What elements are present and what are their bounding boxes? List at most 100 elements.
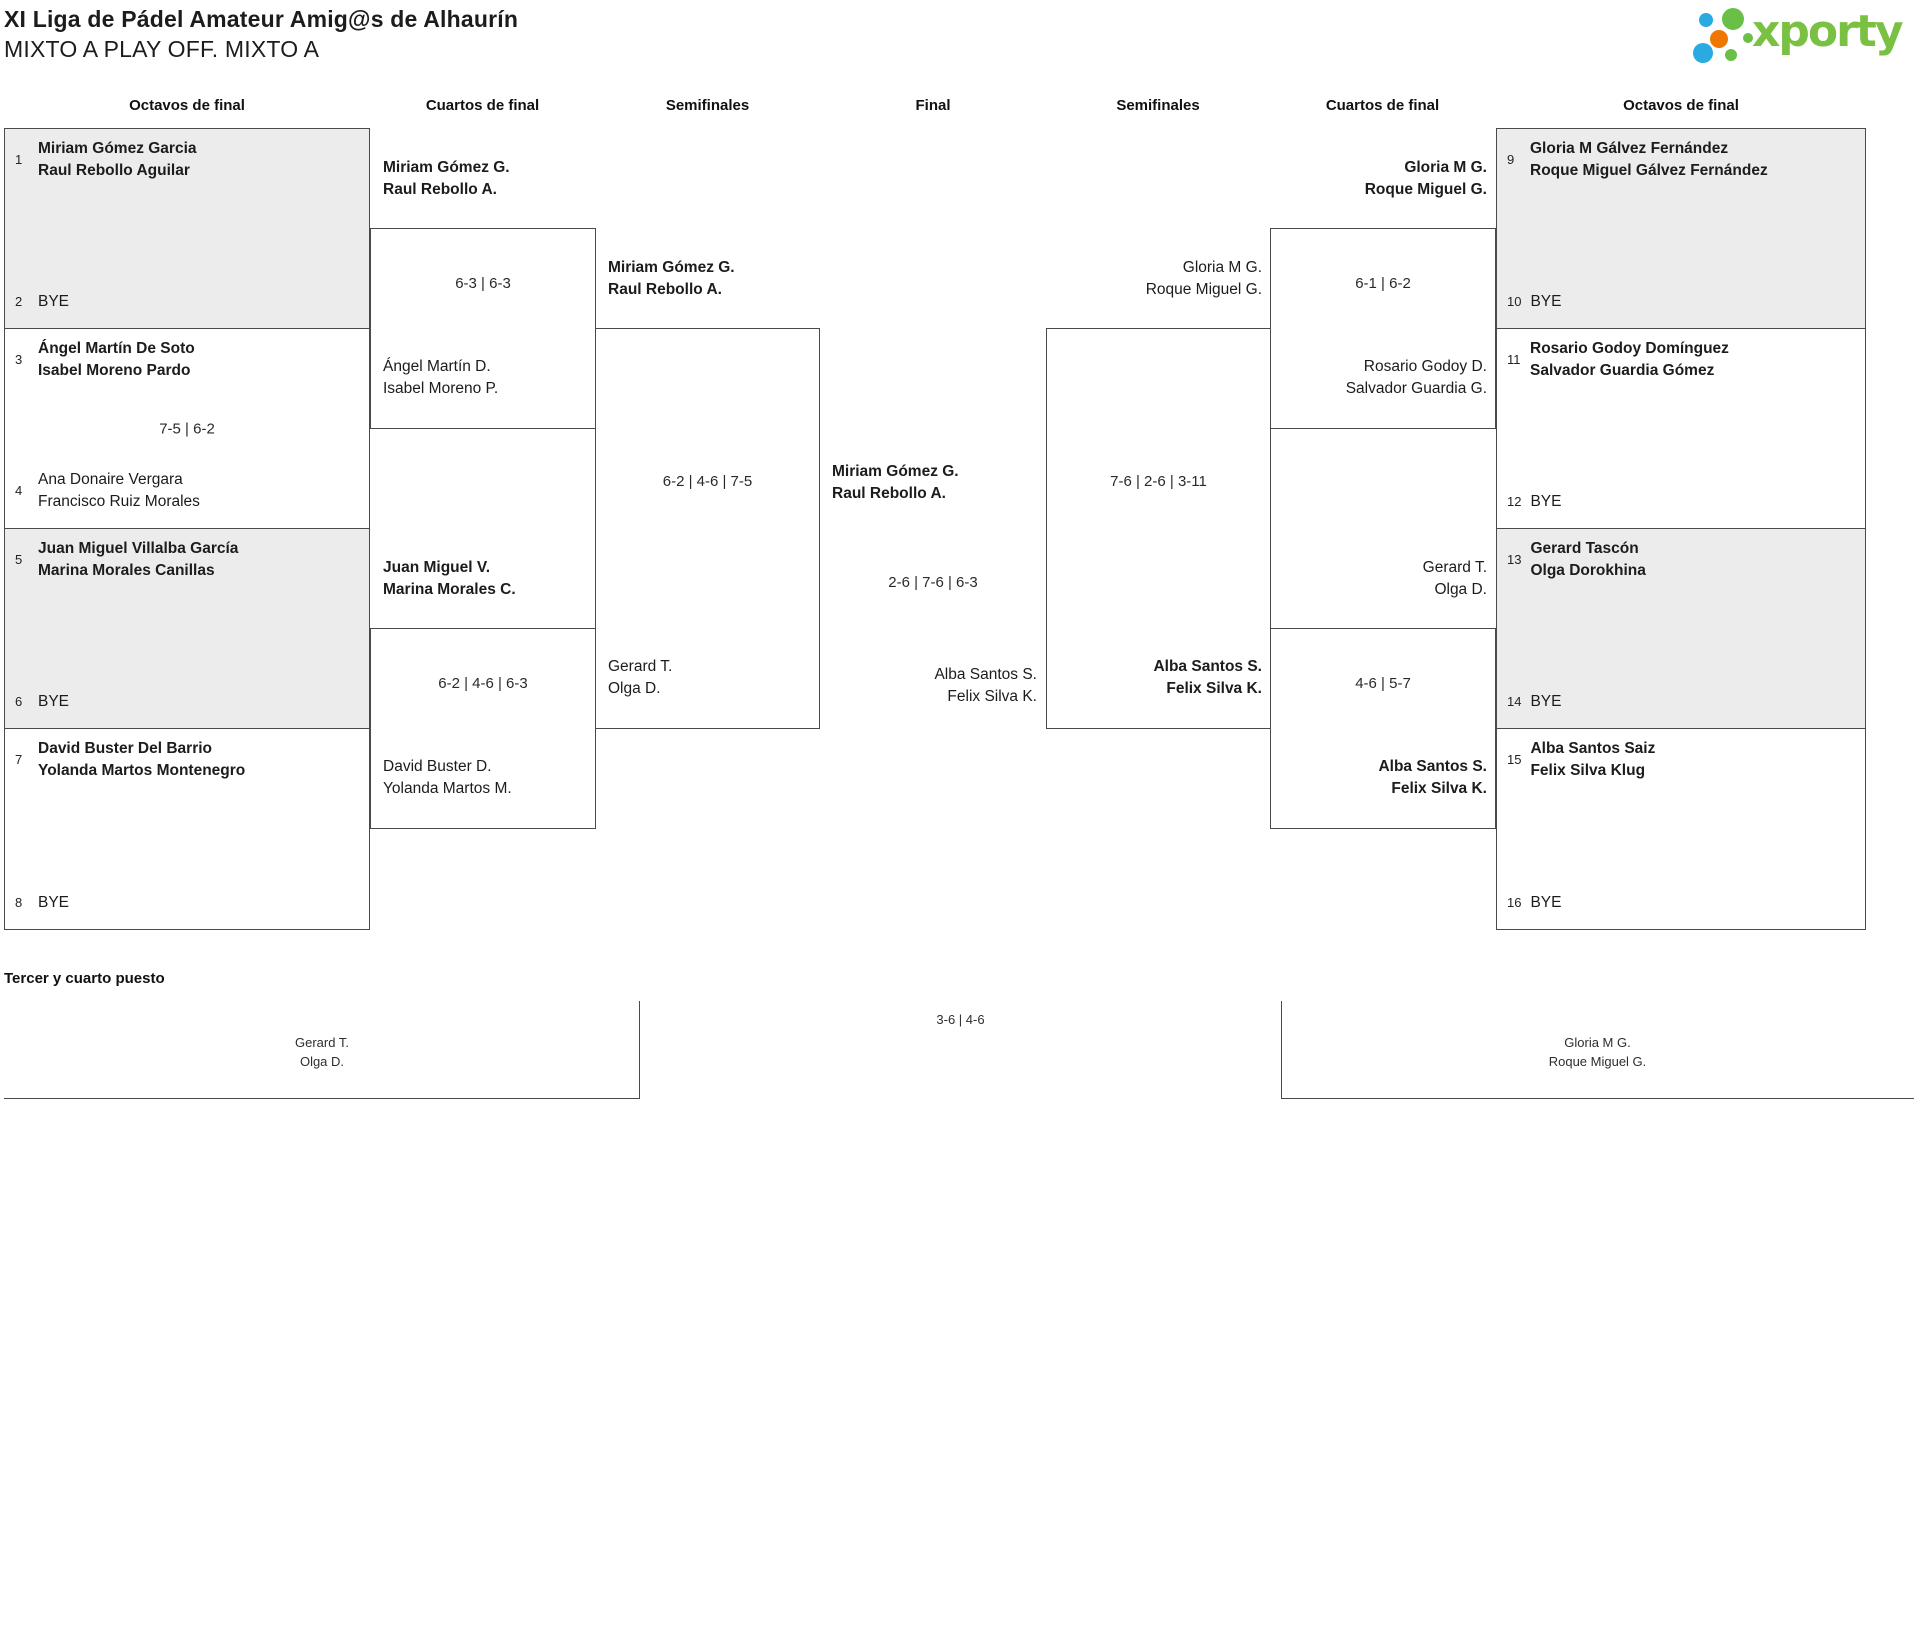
column-header-octavos-right: Octavos de final (1623, 97, 1739, 114)
logo-dot-green-bottom (1725, 49, 1737, 61)
logo-dot-blue-small (1699, 13, 1713, 27)
seed-number: 12 (1507, 494, 1522, 509)
logo-dot-orange (1710, 30, 1728, 48)
third-place-bracket-line-left (4, 1001, 640, 1099)
team-names: BYE (38, 894, 70, 911)
column-header-semis-right: Semifinales (1116, 97, 1200, 114)
match-box-qf-4[interactable]: Gerard T.Olga D. 4-6 | 5-7 Alba Santos S… (1270, 559, 1496, 829)
third-place-team-right: Gloria M G.Roque Miguel G. (1548, 1035, 1647, 1069)
team-names-bottom: Alba Santos S.Felix Silva K. (1378, 758, 1487, 797)
third-place-score: 3-6 | 4-6 (936, 1012, 985, 1027)
match-score: 6-2 | 4-6 | 6-3 (438, 675, 528, 692)
third-place-title: Tercer y cuarto puesto (4, 970, 165, 987)
match-score: 6-1 | 6-2 (1355, 275, 1411, 292)
team-slot-bottom: 14 BYE (1507, 691, 1859, 713)
match-score: 6-3 | 6-3 (455, 275, 511, 292)
team-names-bottom: Ángel Martín D.Isabel Moreno P. (383, 358, 499, 397)
team-names-bottom: Rosario Godoy D.Salvador Guardia G. (1345, 358, 1487, 397)
column-header-cuartos-left: Cuartos de final (425, 97, 540, 114)
team-slot-bottom: 16 BYE (1507, 892, 1859, 914)
team-names-top: Miriam Gómez G.Raul Rebollo A. (383, 159, 510, 198)
team-slot-bottom: 2 BYE (15, 291, 363, 313)
team-slot-bottom: 10 BYE (1507, 291, 1859, 313)
team-names-bottom: Gerard T.Olga D. (608, 658, 673, 697)
xporty-logo[interactable]: xporty (1690, 4, 1916, 68)
seed-number: 14 (1507, 694, 1522, 709)
logo-dot-green-small (1743, 33, 1753, 43)
seed-number: 8 (15, 895, 23, 910)
final-team-bottom: Alba Santos S.Felix Silva K. (934, 666, 1037, 705)
match-score: 7-5 | 6-2 (159, 420, 215, 437)
team-names: BYE (38, 693, 70, 710)
third-place-team-left: Gerard T.Olga D. (295, 1035, 349, 1069)
final-team-top: Miriam Gómez G.Raul Rebollo A. (832, 463, 959, 502)
seed-number: 9 (1507, 152, 1515, 167)
column-header-semis-left: Semifinales (665, 97, 750, 114)
team-names-top: Gloria M G.Roque Miguel G. (1145, 259, 1262, 298)
team-names: BYE (1530, 894, 1562, 911)
seed-number: 16 (1507, 895, 1522, 910)
team-slot-bottom: 12 BYE (1507, 491, 1859, 513)
team-names: BYE (38, 293, 70, 310)
third-place-bracket-line-right (1281, 1001, 1914, 1099)
team-names-top: Gloria M G.Roque Miguel G. (1364, 159, 1487, 198)
match-box-sf-right[interactable]: Gloria M G.Roque Miguel G. 7-6 | 2-6 | 3… (1046, 259, 1271, 729)
seed-number: 5 (15, 552, 23, 567)
final-score: 2-6 | 7-6 | 6-3 (888, 574, 978, 591)
seed-number: 10 (1507, 294, 1522, 309)
seed-number: 7 (15, 752, 23, 767)
match-score: 7-6 | 2-6 | 3-11 (1110, 473, 1207, 490)
logo-wordmark: xporty (1752, 6, 1904, 57)
column-header-final: Final (915, 97, 951, 114)
match-box-qf-1[interactable]: Miriam Gómez G.Raul Rebollo A. 6-3 | 6-3… (370, 159, 596, 429)
page-subtitle: MIXTO A PLAY OFF. MIXTO A (4, 36, 320, 62)
seed-number: 6 (15, 694, 23, 709)
match-score: 4-6 | 5-7 (1355, 675, 1411, 692)
team-names-top: Gerard T.Olga D. (1422, 559, 1487, 598)
team-slot-bottom: 8 BYE (15, 892, 363, 914)
page-title: XI Liga de Pádel Amateur Amig@s de Alhau… (4, 6, 519, 32)
team-slot-bottom: 6 BYE (15, 691, 363, 713)
team-names-top: Juan Miguel V.Marina Morales C. (383, 559, 516, 598)
logo-dot-green-large (1722, 8, 1744, 30)
team-names-top: Miriam Gómez G.Raul Rebollo A. (608, 259, 735, 298)
seed-number: 11 (1507, 352, 1521, 367)
match-box-qf-2[interactable]: Juan Miguel V.Marina Morales C. 6-2 | 4-… (370, 559, 596, 829)
seed-number: 1 (15, 152, 23, 167)
logo-dot-blue-large (1693, 43, 1713, 63)
match-score: 6-2 | 4-6 | 7-5 (662, 473, 753, 490)
seed-number: 13 (1507, 552, 1522, 567)
seed-number: 4 (15, 483, 23, 498)
match-box-sf-left[interactable]: Miriam Gómez G.Raul Rebollo A. 6-2 | 4-6… (595, 259, 820, 729)
seed-number: 3 (15, 352, 23, 367)
team-names: BYE (1530, 693, 1562, 710)
team-names-bottom: David Buster D.Yolanda Martos M. (383, 758, 512, 797)
seed-number: 15 (1507, 752, 1522, 767)
match-box-qf-3[interactable]: Gloria M G.Roque Miguel G. 6-1 | 6-2 Ros… (1270, 159, 1496, 429)
